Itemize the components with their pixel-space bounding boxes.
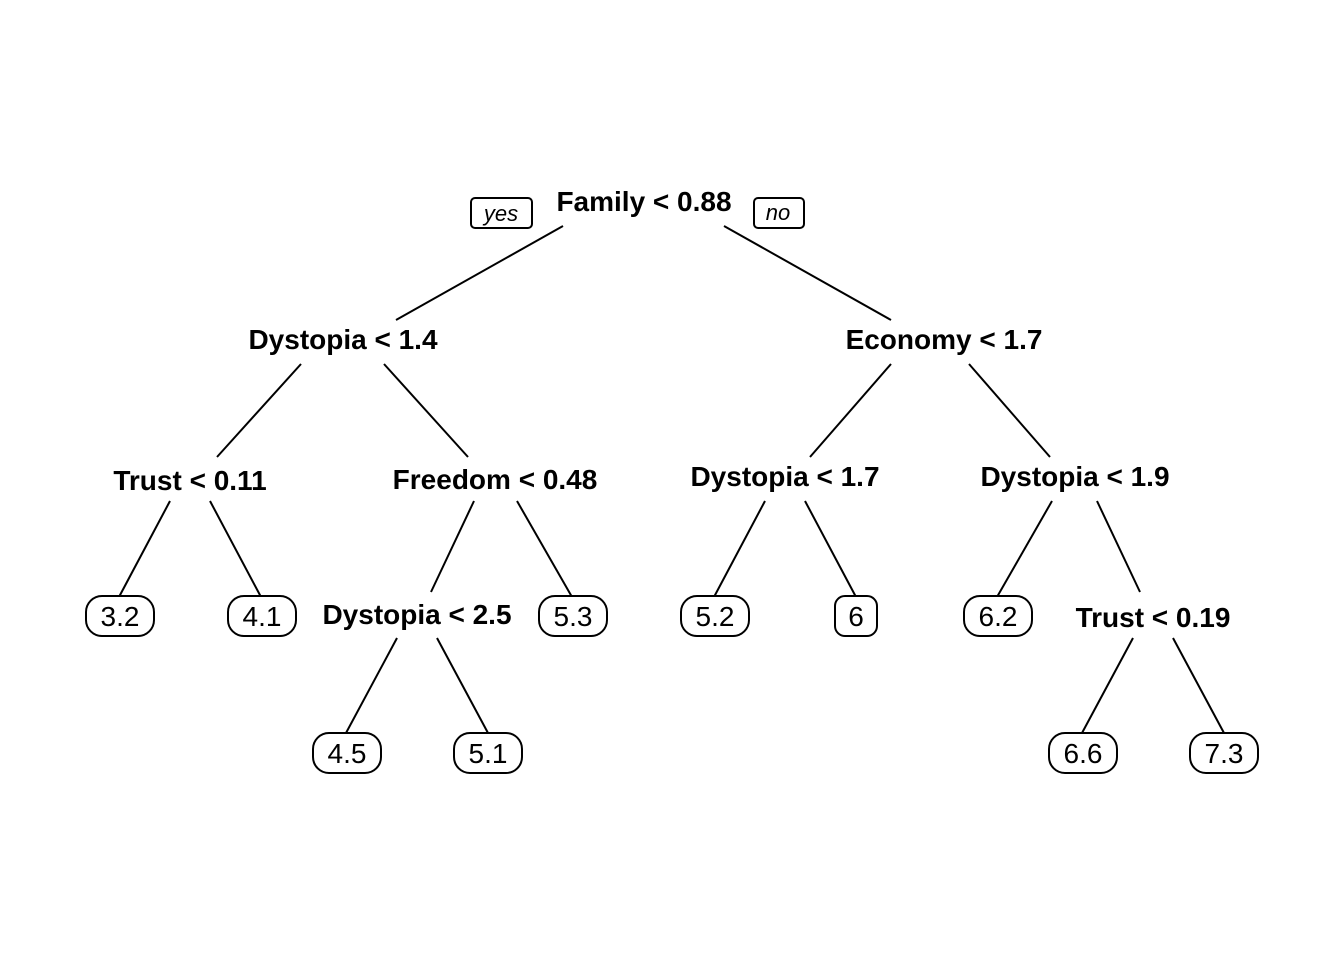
edge-ll-lll xyxy=(118,500,171,598)
branch-label-no-box xyxy=(753,197,805,229)
leaf-node-rll: 5.2 xyxy=(680,595,750,637)
split-node-l: Dystopia < 1.4 xyxy=(248,324,438,355)
leaf-node-lll: 3.2 xyxy=(85,595,155,637)
edge-rl-rlr xyxy=(804,500,857,598)
leaf-value: 4.5 xyxy=(328,738,367,769)
leaf-value: 7.3 xyxy=(1205,738,1244,769)
edge-root-l xyxy=(395,225,564,321)
edge-lr-lrr xyxy=(516,500,573,598)
edge-r-rr xyxy=(968,363,1051,458)
split-node-rr: Dystopia < 1.9 xyxy=(980,461,1169,492)
edge-rr-rrr xyxy=(1096,500,1141,593)
edge-r-rl xyxy=(809,363,892,458)
branch-label-yes-box xyxy=(470,197,533,229)
leaf-value: 5.2 xyxy=(696,601,735,632)
split-node-rl: Dystopia < 1.7 xyxy=(690,461,879,492)
edge-rr-rrl xyxy=(996,500,1053,598)
edge-lrl-lrlr xyxy=(436,637,489,734)
leaf-node-llr: 4.1 xyxy=(227,595,297,637)
leaf-value: 3.2 xyxy=(101,601,140,632)
edge-l-lr xyxy=(383,363,469,458)
edge-root-r xyxy=(723,225,892,321)
split-node-root: Family < 0.88 xyxy=(556,186,731,217)
leaf-value: 4.1 xyxy=(243,601,282,632)
branch-label-yes-text: yes xyxy=(482,201,518,226)
leaf-node-lrr: 5.3 xyxy=(538,595,608,637)
split-node-lr: Freedom < 0.48 xyxy=(393,464,598,495)
leaf-node-rrrr: 7.3 xyxy=(1189,732,1259,774)
edge-rrr-rrrr xyxy=(1172,637,1225,734)
branch-label-no: no xyxy=(753,197,805,229)
branch-label-yes: yes xyxy=(470,197,533,229)
leaf-node-rrl: 6.2 xyxy=(963,595,1033,637)
leaf-value: 5.3 xyxy=(554,601,593,632)
tree-edges xyxy=(118,225,1225,734)
edge-lrl-lrll xyxy=(345,637,398,734)
edge-ll-llr xyxy=(209,500,262,598)
edge-rl-rll xyxy=(713,500,766,598)
edge-rrr-rrrl xyxy=(1081,637,1134,734)
split-node-rrr: Trust < 0.19 xyxy=(1076,602,1231,633)
split-node-r: Economy < 1.7 xyxy=(846,324,1043,355)
edge-l-ll xyxy=(216,363,302,458)
leaf-node-rlr: 6 xyxy=(834,595,878,637)
edge-lr-lrl xyxy=(430,500,475,593)
leaf-value: 6 xyxy=(848,601,864,632)
leaf-value: 6.6 xyxy=(1064,738,1103,769)
leaf-node-rrrl: 6.6 xyxy=(1048,732,1118,774)
leaf-node-lrll: 4.5 xyxy=(312,732,382,774)
leaf-node-lrlr: 5.1 xyxy=(453,732,523,774)
leaf-value: 5.1 xyxy=(469,738,508,769)
branch-label-no-text: no xyxy=(766,200,790,225)
leaf-value: 6.2 xyxy=(979,601,1018,632)
split-node-lrl: Dystopia < 2.5 xyxy=(322,599,511,630)
split-node-ll: Trust < 0.11 xyxy=(113,465,266,496)
